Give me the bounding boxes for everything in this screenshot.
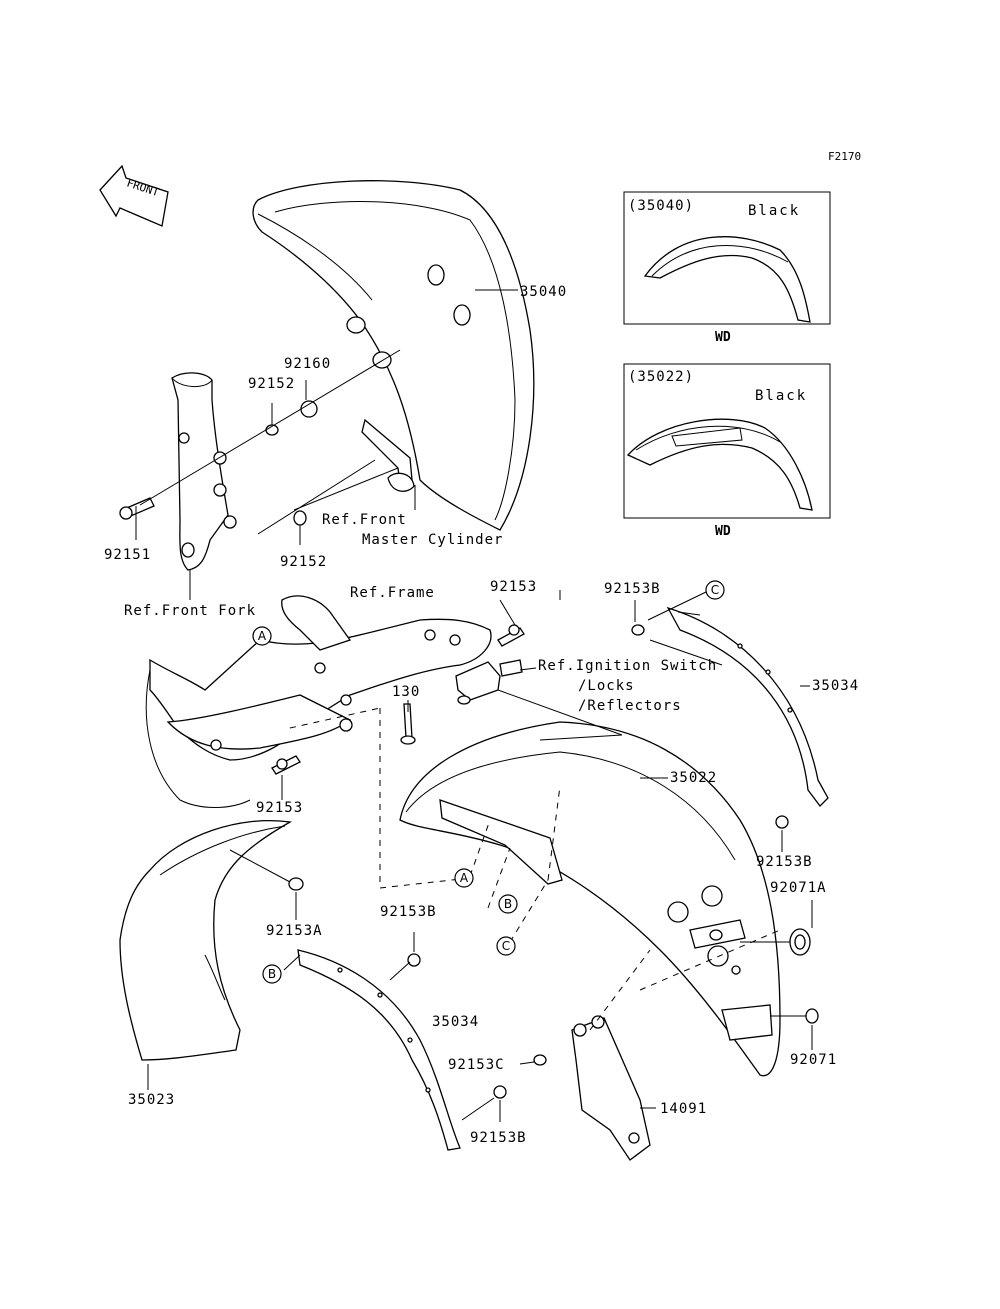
label-master-cylinder: Master Cylinder bbox=[362, 532, 503, 548]
bolt-92153-top bbox=[497, 624, 525, 647]
callout-C-mid: C bbox=[496, 936, 516, 956]
front-fender bbox=[252, 180, 535, 531]
figure-code: F2170 bbox=[828, 150, 861, 163]
label-ref-frame: Ref.Frame bbox=[350, 585, 435, 601]
inset-35040-part: (35040) bbox=[628, 198, 694, 214]
inset-35040-color: Black bbox=[748, 203, 800, 219]
label-35034-left: 35034 bbox=[432, 1014, 479, 1030]
label-35023: 35023 bbox=[128, 1092, 175, 1108]
callout-C-top: C bbox=[705, 580, 725, 600]
nut-92153C bbox=[533, 1054, 547, 1066]
svg-text:A: A bbox=[258, 629, 267, 643]
washer-92152-b bbox=[293, 510, 307, 526]
label-14091: 14091 bbox=[660, 1101, 707, 1117]
svg-text:A: A bbox=[460, 871, 469, 885]
label-reflectors: /Reflectors bbox=[578, 698, 682, 714]
inset-35022: (35022) Black WD bbox=[623, 363, 831, 539]
label-35040: 35040 bbox=[520, 284, 567, 300]
label-92152-a: 92152 bbox=[248, 376, 295, 392]
bolt-92153-mid bbox=[271, 755, 301, 775]
inset-35040-wd: WD bbox=[715, 330, 731, 345]
label-92152-b: 92152 bbox=[280, 554, 327, 570]
label-92071: 92071 bbox=[790, 1052, 837, 1068]
label-35022: 35022 bbox=[670, 770, 717, 786]
collar-92160 bbox=[300, 400, 318, 418]
inset-35022-color: Black bbox=[755, 388, 807, 404]
svg-text:C: C bbox=[711, 583, 719, 597]
bolt-92151 bbox=[119, 497, 155, 520]
label-ref-front-fork: Ref.Front Fork bbox=[124, 603, 256, 619]
callout-A-top: A bbox=[252, 626, 272, 646]
nut-92153B-right bbox=[775, 815, 789, 829]
ignition-switch-bracket bbox=[455, 659, 523, 705]
frame bbox=[145, 595, 492, 808]
label-130: 130 bbox=[392, 684, 420, 700]
nut-92153A bbox=[288, 877, 304, 891]
side-cover-35023 bbox=[119, 819, 292, 1061]
callout-B-mid: B bbox=[498, 894, 518, 914]
label-92153A: 92153A bbox=[266, 923, 323, 939]
svg-text:B: B bbox=[268, 967, 276, 981]
label-92153B-top: 92153B bbox=[604, 581, 661, 597]
inset-35022-wd: WD bbox=[715, 524, 731, 539]
nut-92153B-mid bbox=[407, 953, 421, 967]
bracket-14091 bbox=[571, 1015, 651, 1161]
grommet-92071 bbox=[805, 1008, 819, 1024]
label-92153B-bottom: 92153B bbox=[470, 1130, 527, 1146]
svg-text:C: C bbox=[502, 939, 510, 953]
label-92153B-right: 92153B bbox=[756, 854, 813, 870]
nut-92153B-top bbox=[631, 624, 645, 636]
label-locks: /Locks bbox=[578, 678, 635, 694]
front-direction-arrow: FRONT bbox=[99, 164, 169, 227]
label-92151: 92151 bbox=[104, 547, 151, 563]
callout-B-left: B bbox=[262, 964, 282, 984]
inset-35040: (35040) Black WD bbox=[623, 191, 831, 345]
label-92071A: 92071A bbox=[770, 880, 827, 896]
nut-92153B-bottom bbox=[493, 1085, 507, 1099]
fender-stay-right bbox=[666, 606, 829, 807]
grommet-92071A bbox=[789, 928, 811, 956]
label-35034-right: 35034 bbox=[812, 678, 859, 694]
front-fork bbox=[171, 372, 237, 571]
inset-35022-part: (35022) bbox=[628, 369, 694, 385]
label-92153C: 92153C bbox=[448, 1057, 505, 1073]
svg-text:B: B bbox=[504, 897, 512, 911]
label-ref-ignition: Ref.Ignition Switch bbox=[538, 658, 717, 674]
rear-fender bbox=[399, 721, 781, 1077]
fender-stay-left bbox=[297, 949, 461, 1151]
label-92153-top: 92153 bbox=[490, 579, 537, 595]
callout-A-bottom: A bbox=[454, 868, 474, 888]
label-ref-front: Ref.Front bbox=[322, 512, 407, 528]
label-92153B-mid: 92153B bbox=[380, 904, 437, 920]
label-92160: 92160 bbox=[284, 356, 331, 372]
brake-hose-bracket bbox=[361, 418, 415, 492]
label-92153-mid: 92153 bbox=[256, 800, 303, 816]
